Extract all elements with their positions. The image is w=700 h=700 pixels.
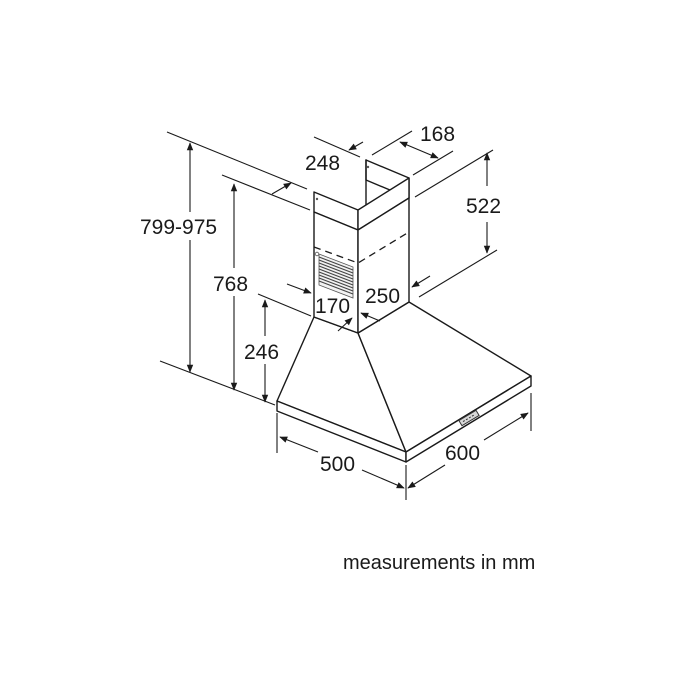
dim-total-height: 799-975 xyxy=(140,216,217,239)
dim-hood-depth: 500 xyxy=(320,453,355,476)
top-dimensions: 248 168 xyxy=(305,123,455,176)
dim-line-hood-width xyxy=(407,464,446,489)
vent-grille-icon xyxy=(318,253,354,299)
telescopic-dashed-line xyxy=(313,231,410,264)
dim-chimney-upper-depth: 248 xyxy=(305,152,340,175)
dim-chimney-lower-width: 250 xyxy=(365,285,400,308)
right-dimensions: 522 xyxy=(414,149,501,298)
chimney-base-dimensions: 170 250 xyxy=(286,275,431,332)
dim-line-hood-depth xyxy=(279,436,319,453)
hood-body xyxy=(276,301,532,463)
chimney-lower-right-face xyxy=(357,197,410,334)
dim-chimney-top-height: 768 xyxy=(213,273,248,296)
dim-hood-height: 246 xyxy=(244,341,279,364)
dim-chimney-section-height: 522 xyxy=(466,195,501,218)
bottom-dimensions: 500 600 xyxy=(276,393,532,500)
dim-line-chimney-upper-width xyxy=(399,141,439,159)
dim-chimney-lower-depth: 170 xyxy=(315,295,350,318)
measurements-caption: measurements in mm xyxy=(343,552,536,574)
dim-chimney-upper-width: 168 xyxy=(420,123,455,146)
chimney xyxy=(313,159,410,334)
dim-hood-width: 600 xyxy=(445,442,480,465)
left-dimensions: 799-975 768 246 xyxy=(140,131,312,406)
control-panel-icon xyxy=(458,409,480,427)
